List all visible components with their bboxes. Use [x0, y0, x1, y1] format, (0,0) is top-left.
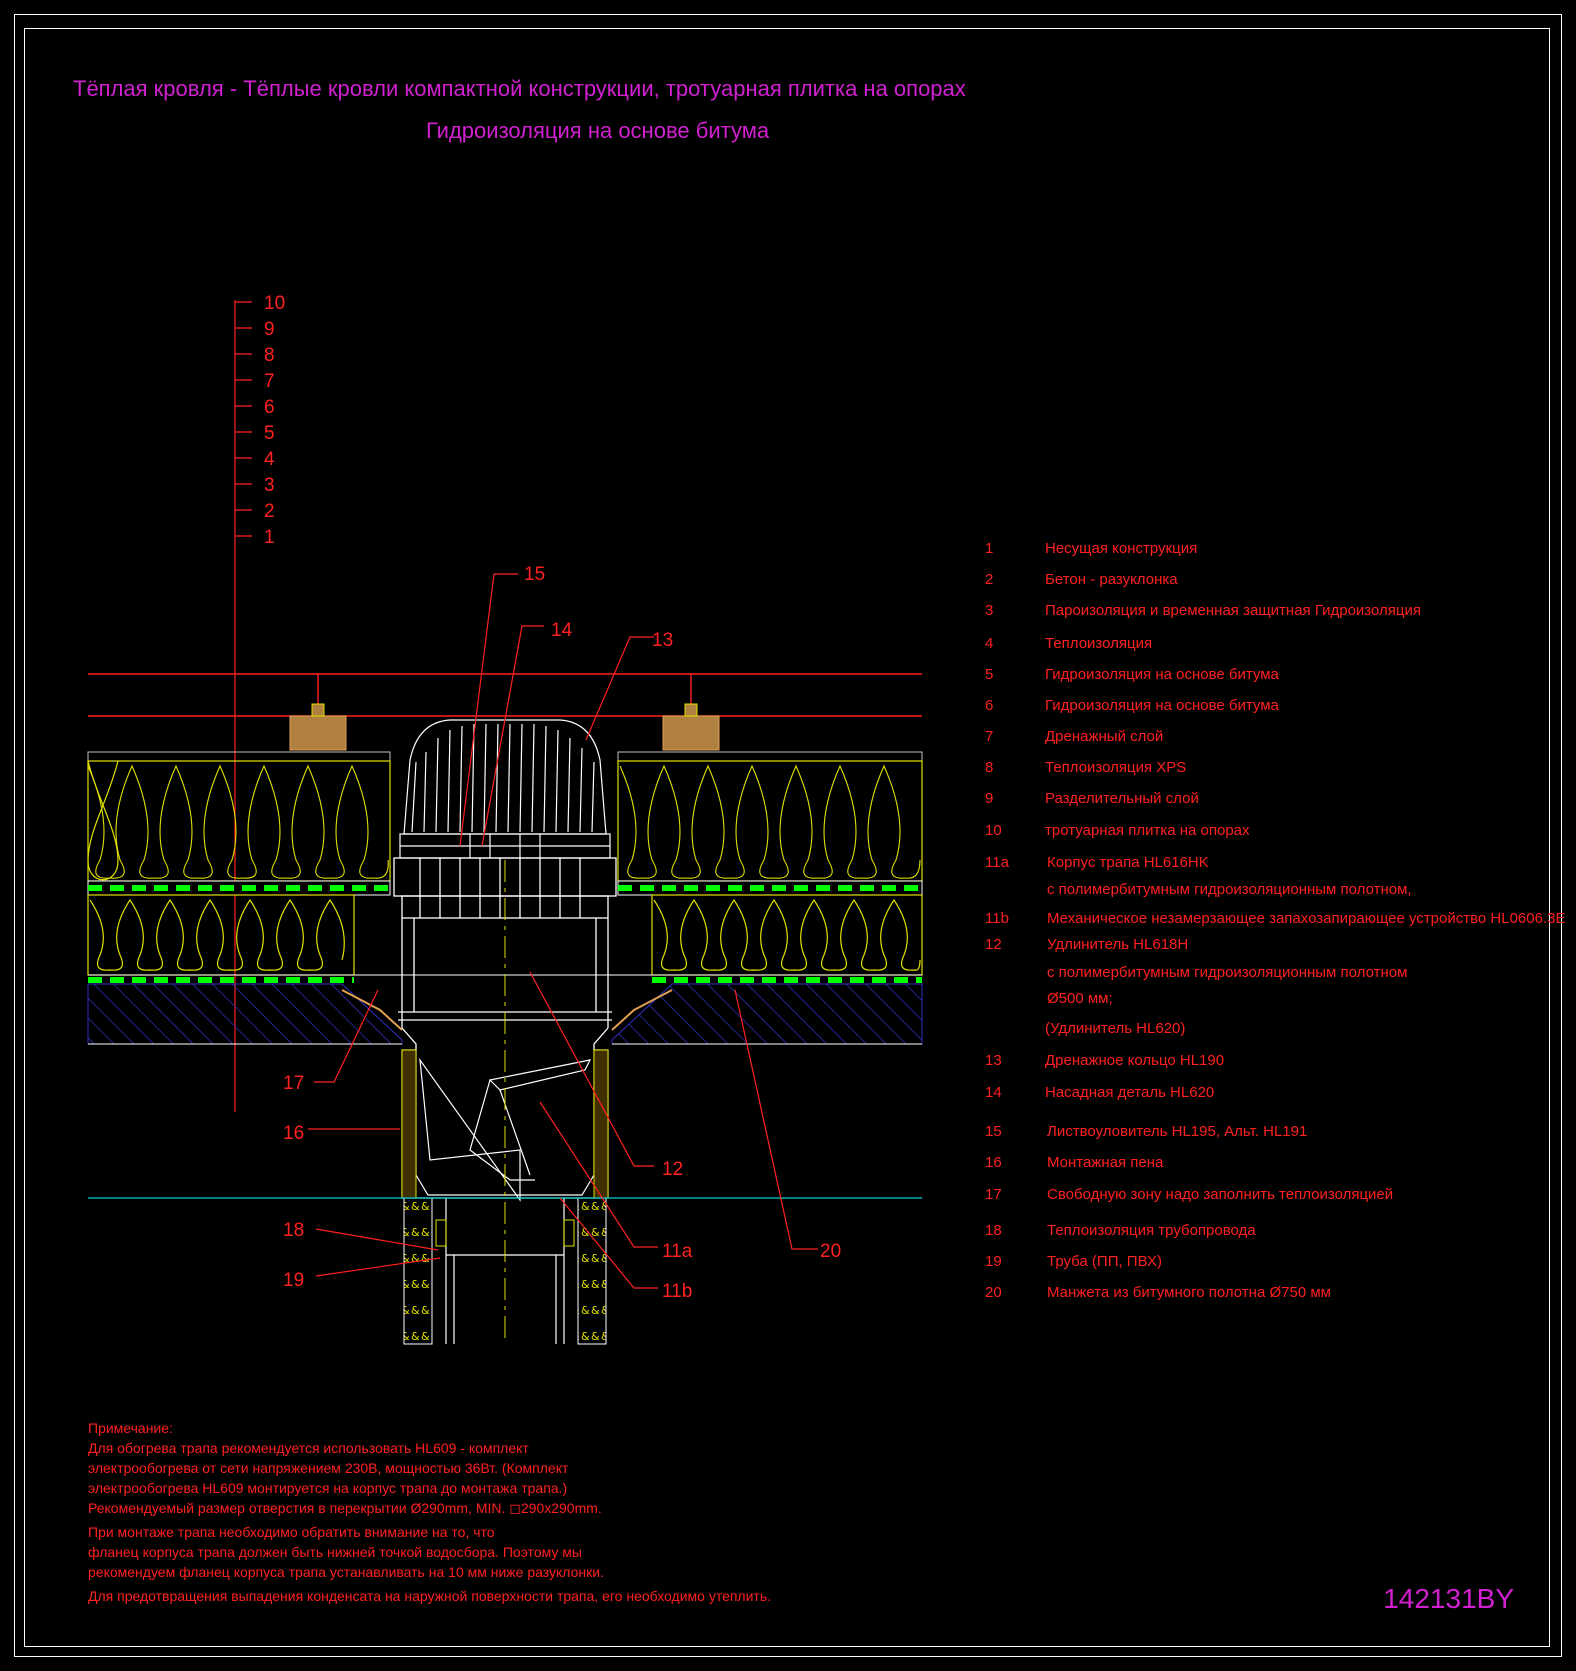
layer-callout-5: 5	[264, 423, 275, 444]
layer-callout-9: 9	[264, 319, 275, 340]
callout-14: 14	[551, 620, 573, 641]
drawing-code: 142131BY	[1383, 1583, 1514, 1614]
drawing-frame-inner	[24, 28, 1550, 1647]
callout-20: 20	[820, 1241, 841, 1262]
callout-11a: 11a	[662, 1241, 693, 1262]
concrete-slab	[87, 983, 923, 1045]
callout-19: 19	[283, 1270, 304, 1291]
callout-16: 16	[283, 1123, 304, 1144]
layer-callout-8: 8	[264, 345, 275, 366]
pipe	[403, 1197, 607, 1345]
layer-callout-2: 2	[264, 501, 275, 522]
callout-15: 15	[524, 564, 545, 585]
leaf-guard	[399, 719, 611, 859]
drawing-title: Тёплая кровля - Тёплые кровли компактной…	[73, 76, 966, 101]
layer-callout-7: 7	[264, 371, 275, 392]
note-heading: Примечание:	[88, 1420, 173, 1436]
drainage-layer	[87, 751, 923, 762]
upper-insulation-loops	[87, 764, 921, 879]
note-block: Примечание: Для обогрева трапа рекоменду…	[88, 1418, 788, 1606]
drain-outlet	[401, 1049, 609, 1202]
note-line: рекомендуем фланец корпуса трапа устанав…	[88, 1564, 604, 1580]
layer-callout-10: 10	[264, 293, 285, 314]
lower-insulation	[87, 894, 923, 976]
layer-leader	[234, 300, 252, 1112]
note-line: Для предотвращения выпадения конденсата …	[88, 1588, 772, 1604]
layer-callout-6: 6	[264, 397, 275, 418]
layer-callout-3: 3	[264, 475, 275, 496]
note-line: Рекомендуемый размер отверстия в перекры…	[88, 1500, 602, 1516]
detail-leaders	[308, 573, 818, 1289]
drain-flange-cuffs	[341, 989, 673, 1031]
note-line: Для обогрева трапа рекомендуется использ…	[88, 1440, 529, 1456]
callout-17: 17	[283, 1073, 304, 1094]
upper-membrane	[87, 880, 923, 896]
note-line: фланец корпуса трапа должен быть нижней …	[88, 1544, 582, 1560]
callout-12: 12	[662, 1159, 683, 1180]
callout-18: 18	[283, 1220, 304, 1241]
drawing-frame-outer	[14, 14, 1562, 1657]
paving-slabs	[88, 673, 922, 717]
note-line: При монтаже трапа необходимо обратить вн…	[88, 1524, 495, 1540]
drawing-subtitle: Гидроизоляция на основе битума	[426, 118, 770, 143]
callout-13: 13	[652, 630, 673, 651]
note-line: электрообогрева от сети напряжением 230В…	[88, 1460, 569, 1476]
callout-11b: 11b	[662, 1281, 692, 1302]
layer-callout-4: 4	[264, 449, 275, 470]
pedestal-supports	[289, 703, 720, 751]
layer-callout-1: 1	[264, 527, 275, 548]
note-line: электрообогрева HL609 монтируется на кор…	[88, 1480, 568, 1496]
